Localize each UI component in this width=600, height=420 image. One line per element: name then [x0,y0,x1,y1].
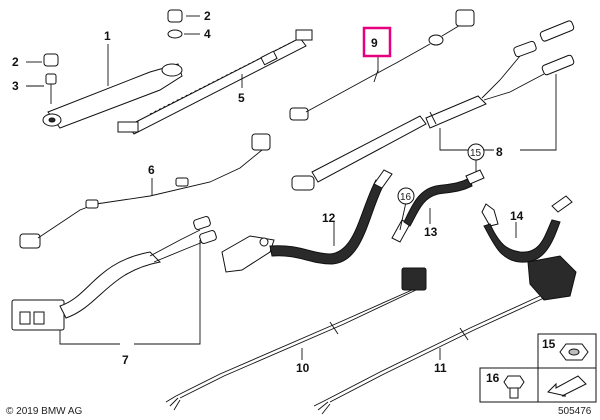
part-16-bolt-icon[interactable] [503,375,525,399]
part-9-cable[interactable] [289,9,475,121]
part-14-cable[interactable] [481,195,573,263]
part-13-cable[interactable] [391,169,485,243]
callout-7[interactable]: 7 [122,353,129,367]
box-label-16: 16 [486,371,500,385]
callout-3[interactable]: 3 [12,79,19,93]
part-10-cable[interactable] [165,267,427,411]
part-5-ribbon-cable[interactable] [117,29,313,135]
part-1-ground-strap[interactable] [42,63,183,129]
leader-lines [26,15,557,360]
part-7-connector-cable[interactable] [11,216,217,331]
callout-15-circled[interactable]: 15 [467,143,485,161]
callout-9-highlighted[interactable]: 9 [362,26,392,58]
callout-8[interactable]: 8 [496,145,503,159]
callout-16-circled[interactable]: 16 [397,187,415,205]
part-6-sensor-cable[interactable] [19,133,271,249]
callout-2-left[interactable]: 2 [12,55,19,69]
box-label-15: 15 [542,337,556,351]
callout-10[interactable]: 10 [296,361,310,375]
part-3-bolt-left[interactable] [45,73,57,104]
part-8-braided-cable[interactable] [291,20,575,191]
callout-9: 9 [371,36,378,50]
callout-13[interactable]: 13 [424,225,438,239]
part-2-cap-top[interactable] [167,9,183,23]
part-2-cap-left[interactable] [43,53,59,67]
part-11-cable[interactable] [313,255,577,415]
callout-1[interactable]: 1 [104,29,111,43]
callout-2-top[interactable]: 2 [204,9,211,23]
callout-5[interactable]: 5 [238,91,245,105]
part-4-nut[interactable] [167,29,183,39]
callout-4[interactable]: 4 [204,27,211,41]
callout-14[interactable]: 14 [510,209,524,223]
arrow-icon [547,375,587,397]
part-15-nut-icon[interactable] [559,343,589,361]
callout-11[interactable]: 11 [434,361,447,375]
callout-15: 15 [470,148,482,159]
callout-labels: 1 2 4 2 3 5 6 7 8 12 13 14 10 11 [12,9,524,375]
callout-12[interactable]: 12 [322,211,336,225]
callout-16: 16 [400,192,412,203]
highlight-box [362,26,392,58]
diagram-number: 505476 [558,406,592,417]
callout-6[interactable]: 6 [148,163,155,177]
part-12-battery-cable[interactable] [221,169,393,273]
copyright-text: © 2019 BMW AG [6,406,83,417]
